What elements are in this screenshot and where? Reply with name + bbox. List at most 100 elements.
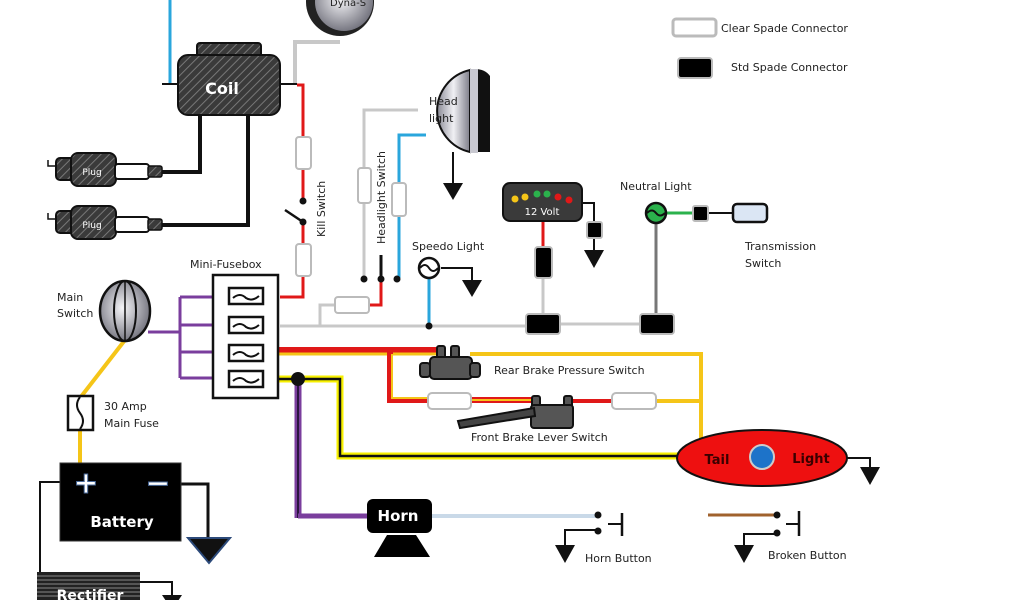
- broken-button: Broken Button: [734, 511, 847, 563]
- neutral-light: Neutral Light Transmission Switch: [620, 180, 816, 270]
- main-fuse: 30 Amp Main Fuse: [66, 394, 159, 432]
- headlight-switch-label: Headlight Switch: [375, 151, 388, 244]
- fuse-1: [227, 286, 265, 306]
- wire-coil-plug-2: [140, 110, 250, 227]
- std-spade-connector: [586, 221, 603, 239]
- ground-icon: [462, 280, 482, 297]
- horn-label: Horn: [378, 507, 419, 525]
- volt-meter-label: 12 Volt: [525, 207, 560, 218]
- legend: Clear Spade Connector Std Spade Connecto…: [671, 17, 848, 79]
- transmission-switch-label-line1: Transmission: [744, 240, 816, 253]
- wire-red-front-brake: [387, 352, 428, 403]
- battery: + − Battery: [59, 462, 233, 565]
- tail-light-label-left: Tail: [705, 453, 730, 468]
- wire-horn-button-ground: [564, 529, 597, 545]
- transmission-switch-label-line2: Switch: [745, 257, 781, 270]
- wire-red-kill-switch: [297, 83, 305, 140]
- horn-button: Horn Button: [555, 511, 652, 565]
- kill-switch-label: Kill Switch: [315, 181, 328, 237]
- coil-label: Coil: [205, 79, 239, 98]
- clear-spade-connector: [611, 392, 657, 410]
- ground-icon: [185, 537, 233, 565]
- junction-node: [291, 372, 305, 386]
- clear-spade-connector: [295, 136, 312, 170]
- ground-icon: [734, 545, 754, 563]
- wire-rectifier-ground: [140, 581, 173, 595]
- main-switch-label-line1: Main: [57, 291, 83, 304]
- battery-plus-terminal: +: [73, 466, 98, 501]
- ground-icon: [584, 250, 604, 268]
- main-fuse-label-line2: Main Fuse: [104, 417, 159, 430]
- wire-red-headlight-switch: [368, 280, 383, 307]
- headlight-label-line2: light: [429, 112, 454, 125]
- wire-broken-ground: [743, 533, 776, 545]
- fuse-4: [227, 369, 265, 389]
- speedo-light-label: Speedo Light: [412, 240, 485, 253]
- plug-1-label: Plug: [82, 168, 101, 178]
- clear-spade-connector: [427, 392, 472, 410]
- spark-plug-2: Plug: [47, 205, 163, 240]
- mini-fusebox-label: Mini-Fusebox: [190, 258, 262, 271]
- wire-yellow-main-switch: [78, 338, 127, 400]
- front-brake-switch-label: Front Brake Lever Switch: [471, 431, 608, 444]
- wire-dyna-coil: [293, 40, 340, 84]
- legend-std-spade-label: Std Spade Connector: [731, 61, 848, 74]
- neutral-light-label: Neutral Light: [620, 180, 692, 193]
- wire-yellow-rear-brake-out: [470, 352, 703, 440]
- transmission-switch: [731, 202, 769, 224]
- std-spade-connector: [534, 246, 553, 279]
- wire-speedo-ground: [441, 267, 473, 280]
- ground-icon: [860, 467, 880, 485]
- ground-icon: [443, 183, 463, 200]
- kill-switch: Kill Switch: [284, 136, 328, 277]
- wire-grey-bus: [280, 303, 335, 328]
- std-spade-connector: [692, 205, 709, 222]
- ground-icon: [162, 595, 182, 600]
- clear-spade-connector: [295, 243, 312, 277]
- tail-light-label-right: Light: [792, 452, 830, 467]
- wire-volt-ground: [582, 202, 595, 222]
- horn-button-label: Horn Button: [585, 552, 652, 565]
- horn: Horn: [367, 499, 432, 557]
- wire-headlight-blue: [397, 133, 426, 183]
- wire-coil-plug-1: [140, 110, 202, 174]
- rectifier-label: Rectifier: [57, 588, 124, 600]
- battery-minus-terminal: −: [145, 466, 170, 501]
- mini-fusebox: Mini-Fusebox: [190, 258, 305, 400]
- rear-brake-switch-label: Rear Brake Pressure Switch: [494, 364, 645, 377]
- headlight-label-line1: Head: [429, 95, 458, 108]
- spark-plug-1: Plug: [47, 152, 163, 187]
- battery-label: Battery: [90, 513, 153, 531]
- wire-tail-ground: [846, 457, 871, 468]
- wire-headlight-grey: [362, 108, 418, 168]
- std-spade-connector: [639, 313, 675, 335]
- plug-2-label: Plug: [82, 221, 101, 231]
- front-brake-lever-switch: Front Brake Lever Switch: [456, 395, 608, 444]
- wire-black-tail: [278, 377, 680, 458]
- legend-clear-spade-label: Clear Spade Connector: [721, 22, 848, 35]
- rear-brake-pressure-switch: Rear Brake Pressure Switch: [419, 345, 645, 380]
- dyna-s-module: Dyna-S: [306, 0, 374, 36]
- main-switch: Main Switch: [57, 279, 152, 343]
- headlight-switch: Headlight Switch: [357, 151, 407, 283]
- ignition-coil: Coil: [177, 42, 281, 116]
- rectifier: Rectifier: [37, 572, 182, 600]
- speedo-light: Speedo Light: [412, 240, 485, 330]
- wire-battery-rectifier: [39, 481, 62, 580]
- wires: [39, 0, 871, 595]
- wire-red-fusebox-1: [280, 275, 305, 299]
- dyna-s-label: Dyna-S: [330, 0, 366, 9]
- ground-icon: [555, 545, 575, 563]
- legend-clear-spade-swatch: [671, 17, 718, 38]
- volt-meter: 12 Volt: [502, 182, 604, 279]
- clear-spade-connector: [357, 167, 372, 204]
- fuse-3: [227, 343, 265, 363]
- wire-yellow-front-brake: [391, 354, 428, 399]
- main-fuse-label-line1: 30 Amp: [104, 400, 147, 413]
- legend-std-spade-swatch: [677, 57, 713, 79]
- std-spade-connector: [525, 313, 561, 335]
- main-switch-label-line2: Switch: [57, 307, 93, 320]
- tail-light: Tail Light: [676, 429, 880, 487]
- wire-battery-ground: [180, 482, 210, 540]
